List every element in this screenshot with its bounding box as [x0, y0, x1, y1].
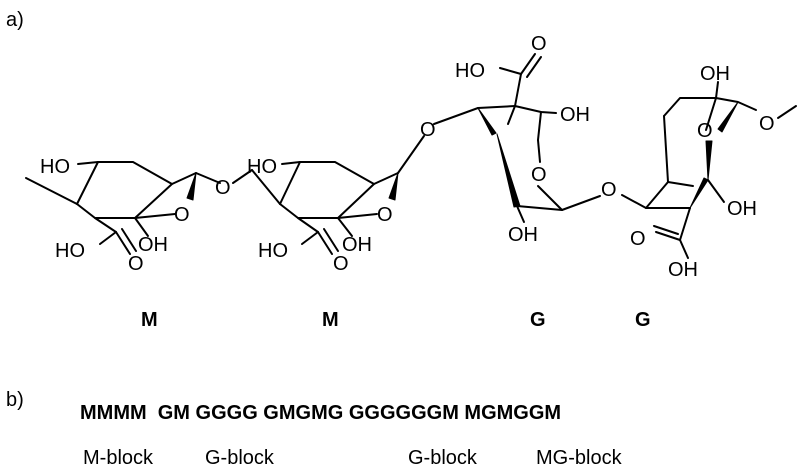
- monomer-sequence: MMMM GM GGGG GMGMG GGGGGGM MGMGGM: [80, 402, 562, 424]
- panel-label-b: b): [6, 389, 24, 411]
- block-label-mg: MG-block: [536, 447, 622, 469]
- oh-label: OH: [138, 234, 168, 256]
- ho-label: HO: [40, 156, 70, 178]
- panel-label-a: a): [6, 9, 24, 31]
- unit-label-g2: G: [635, 309, 651, 331]
- ring-g2: [621, 81, 797, 259]
- glycosidic-o-label: O: [759, 113, 775, 135]
- carbonyl-o-label: O: [630, 228, 646, 250]
- oh-label: OH: [727, 198, 757, 220]
- ho-label: HO: [247, 156, 277, 178]
- unit-label-g1: G: [530, 309, 546, 331]
- ho-label: HO: [258, 240, 288, 262]
- ring-m2: [232, 135, 425, 255]
- unit-label-m1: M: [141, 309, 158, 331]
- block-label-g2: G-block: [408, 447, 477, 469]
- block-label-g1: G-block: [205, 447, 274, 469]
- ho-label: HO: [55, 240, 85, 262]
- ho-label: HO: [455, 60, 485, 82]
- oh-label: OH: [668, 259, 698, 281]
- carbonyl-o-label: O: [333, 253, 349, 275]
- ring-oxygen-label: O: [174, 204, 190, 226]
- carbonyl-o-label: O: [531, 33, 547, 55]
- oh-label: OH: [342, 234, 372, 256]
- ring-g1: [433, 53, 601, 223]
- unit-label-m2: M: [322, 309, 339, 331]
- oh-label: OH: [700, 63, 730, 85]
- ring-oxygen-label: O: [697, 120, 713, 142]
- glycosidic-o-label: O: [420, 119, 436, 141]
- oh-label: OH: [560, 104, 590, 126]
- oh-label: OH: [508, 224, 538, 246]
- ring-oxygen-label: O: [531, 164, 547, 186]
- glycosidic-o-label: O: [601, 179, 617, 201]
- glycosidic-o-label: O: [215, 177, 231, 199]
- carbonyl-o-label: O: [128, 253, 144, 275]
- ring-oxygen-label: O: [377, 204, 393, 226]
- block-label-m: M-block: [83, 447, 154, 469]
- ring-m1: [25, 161, 221, 255]
